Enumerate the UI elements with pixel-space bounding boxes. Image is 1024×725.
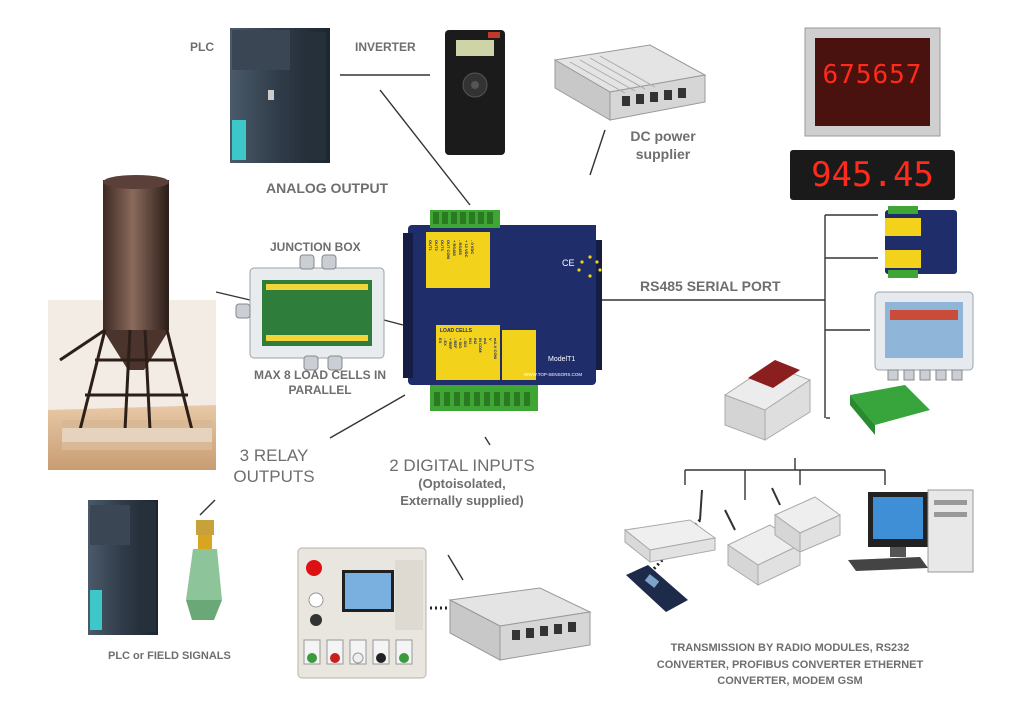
- terminal-label: + 12 VDC: [464, 240, 469, 258]
- terminal-label: EX: [438, 338, 443, 344]
- device-load-cells-label: LOAD CELLS: [440, 328, 472, 334]
- label-plc-field: PLC or FIELD SIGNALS: [108, 650, 231, 662]
- device-bottom-terminal-labels: EX - EX + REF - REF + SIG - SIG IN1 IN2 …: [438, 338, 536, 359]
- terminal-label: - RS485: [458, 240, 463, 255]
- terminal-label: - REF: [453, 338, 458, 349]
- label-digital-line3: Externally supplied): [400, 492, 524, 508]
- junction-box: [235, 254, 385, 371]
- terminal-label: IN1: [468, 338, 473, 345]
- terminal-label: mA: [483, 338, 488, 345]
- device-ce-mark: CE: [562, 258, 575, 268]
- terminal-label: V: [488, 338, 493, 341]
- terminal-label: + SIG: [458, 338, 463, 349]
- small-transmitter: [885, 206, 957, 278]
- green-din-connector: [850, 385, 930, 435]
- device-model-label: ModelT1: [548, 356, 576, 363]
- label-inverter: INVERTER: [355, 40, 416, 54]
- label-dc-power: DC power supplier: [618, 128, 708, 163]
- label-dc-power-line1: DC power: [630, 128, 696, 144]
- dc-power-supply-top: [553, 44, 707, 121]
- label-digital-inputs: 2 DIGITAL INPUTS (Optoisolated, External…: [372, 455, 552, 509]
- terminal-label: - 0 VDC: [470, 240, 475, 255]
- dc-power-supply-bottom: [448, 587, 592, 661]
- silo-image: [48, 175, 216, 470]
- label-rs485: RS485 SERIAL PORT: [640, 278, 781, 294]
- plc-module-bottom: [88, 500, 158, 635]
- device-top-terminal-labels: OUT1 OUT2 OUT3 OUT COM + RS485 - RS485 +…: [428, 240, 490, 259]
- terminal-label: OUT2: [434, 240, 439, 251]
- radio-module-2: [771, 487, 841, 553]
- central-device-body: [403, 210, 602, 411]
- right-junction-box: [874, 291, 974, 381]
- device-website: WWW.TOP-SENSORS.COM: [524, 372, 583, 377]
- label-digital-line2: (Optoisolated,: [418, 476, 506, 492]
- terminal-label: IN COM: [478, 338, 483, 353]
- label-max-cells-line2: PARALLEL: [288, 383, 352, 397]
- label-digital-line1: 2 DIGITAL INPUTS: [389, 456, 535, 475]
- desktop-computer: [848, 489, 974, 573]
- large-led-display: [804, 27, 941, 137]
- panel-led-display: [790, 150, 955, 200]
- label-max-cells-line1: MAX 8 LOAD CELLS IN: [253, 368, 386, 382]
- terminal-label: - EX: [443, 338, 448, 346]
- terminal-label: mA-V COM: [493, 338, 498, 359]
- label-transmission-line3: CONVERTER, MODEM GSM: [717, 675, 863, 687]
- label-plc: PLC: [190, 40, 214, 54]
- signal-horn: [186, 520, 222, 620]
- inverter-device: [445, 30, 505, 155]
- radio-module-1: [724, 509, 802, 586]
- terminal-label: OUT1: [428, 240, 433, 251]
- label-dc-power-line2: supplier: [635, 145, 691, 162]
- label-analog-output: ANALOG OUTPUT: [266, 180, 389, 196]
- terminal-label: + REF: [448, 338, 453, 350]
- label-relay-line2: OUTPUTS: [233, 467, 315, 487]
- label-max-cells: MAX 8 LOAD CELLS IN PARALLEL: [238, 368, 402, 398]
- terminal-label: - SIG: [463, 338, 468, 348]
- terminal-label: OUT3: [440, 240, 445, 251]
- terminal-label: OUT COM: [446, 240, 451, 259]
- panel-led-digits: 945.45: [811, 155, 934, 195]
- terminal-label: IN2: [473, 338, 478, 345]
- label-relay-line1: 3 RELAY: [239, 446, 309, 465]
- radio-router: [623, 489, 717, 564]
- operator-panel: [297, 547, 427, 679]
- label-transmission-line1: TRANSMISSION BY RADIO MODULES, RS232: [670, 642, 910, 654]
- label-transmission-line2: CONVERTER, PROFIBUS CONVERTER ETHERNET: [656, 658, 924, 671]
- gsm-phone: [626, 565, 688, 612]
- label-transmission: TRANSMISSION BY RADIO MODULES, RS232 CON…: [620, 640, 960, 690]
- label-relay-outputs: 3 RELAY OUTPUTS: [226, 445, 322, 488]
- plc-module-top: [230, 28, 330, 163]
- din-rail-converter: [723, 360, 812, 441]
- large-led-digits: 675657: [822, 60, 923, 90]
- label-junction-box: JUNCTION BOX: [270, 240, 361, 254]
- terminal-label: + RS485: [452, 240, 457, 256]
- connection-lines: [199, 74, 886, 581]
